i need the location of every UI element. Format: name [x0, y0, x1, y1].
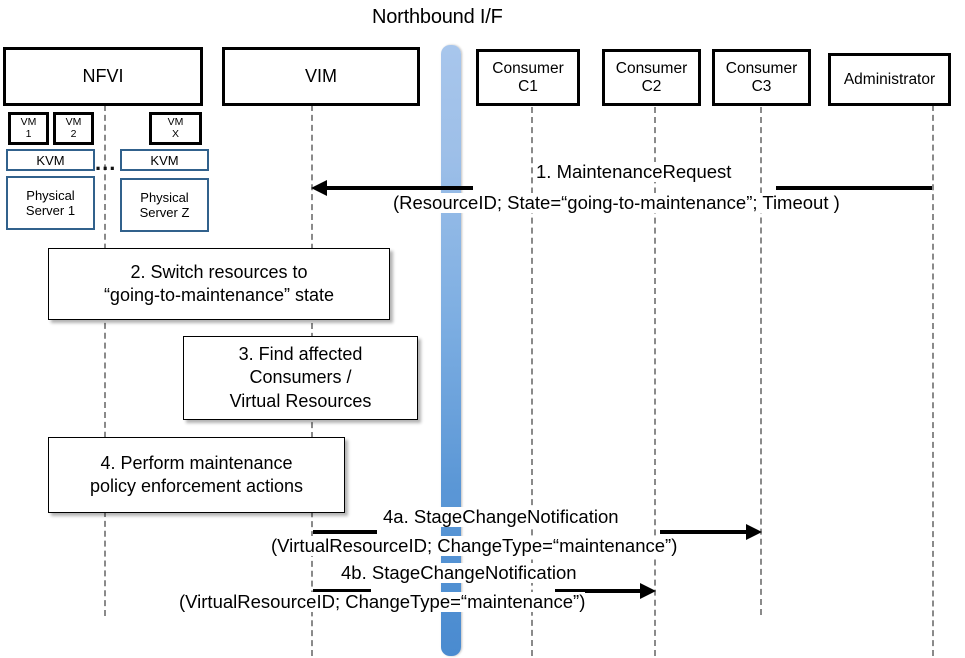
message-4a-line-left — [313, 530, 377, 534]
action-box-step2-line1: 2. Switch resources to — [130, 261, 308, 282]
vm-box-2-label-line2: 2 — [70, 127, 77, 140]
message-1-arrowhead — [311, 180, 327, 196]
lifeline-consumer-c3 — [760, 107, 762, 615]
vm-box-x-label-line2: X — [171, 127, 179, 140]
participant-administrator[interactable]: Administrator — [828, 53, 951, 106]
vm-box-1-label-line1: VM — [20, 116, 37, 129]
message-1-line-right — [776, 186, 932, 190]
action-box-step3-line3: Virtual Resources — [229, 390, 372, 411]
participant-consumer-c1-label-line2: C1 — [518, 77, 538, 95]
lifeline-nfvi — [104, 105, 106, 616]
participant-vim[interactable]: VIM — [222, 47, 420, 106]
vm-box-x-label-line1: VM — [167, 116, 184, 129]
message-4b-line-right — [555, 589, 642, 593]
physical-server-1-box[interactable]: Physical Server 1 — [6, 176, 95, 230]
participant-consumer-c3-label-line2: C3 — [751, 77, 772, 95]
participant-consumer-c2-label-line2: C2 — [641, 77, 662, 95]
action-box-step3-line1: 3. Find affected — [238, 343, 363, 364]
message-4a-label: 4a. StageChangeNotification — [383, 506, 619, 528]
action-box-step2-line2: “going-to-maintenance” state — [103, 285, 335, 305]
vm-box-2[interactable]: VM 2 — [53, 112, 94, 145]
lifeline-administrator — [932, 105, 934, 656]
participant-administrator-label: Administrator — [843, 70, 936, 88]
kvm-box-right[interactable]: KVM — [120, 149, 209, 171]
message-4b-params: (VirtualResourceID; ChangeType=“maintena… — [179, 591, 586, 613]
message-1-label: 1. MaintenanceRequest — [536, 161, 732, 183]
message-4a-line-right — [660, 530, 748, 534]
kvm-box-left-label: KVM — [36, 152, 65, 168]
participant-consumer-c2-label-line1: Consumer — [615, 60, 688, 78]
participant-vim-label: VIM — [304, 66, 337, 87]
action-box-step4-line2: policy enforcement actions — [89, 476, 304, 496]
kvm-box-left[interactable]: KVM — [6, 149, 95, 171]
action-box-step2[interactable]: 2. Switch resources to “going-to-mainten… — [48, 248, 390, 320]
participant-nfvi[interactable]: NFVI — [3, 47, 203, 106]
physical-server-z-label-line1: Physical — [140, 189, 189, 205]
message-1-params: (ResourceID; State=“going-to-maintenance… — [393, 192, 840, 214]
participant-nfvi-label: NFVI — [82, 66, 124, 87]
page-title: Northbound I/F — [372, 6, 503, 28]
participant-consumer-c2[interactable]: Consumer C2 — [602, 49, 701, 106]
kvm-box-right-label: KVM — [150, 152, 179, 168]
ellipsis-between-hosts: ... — [95, 150, 117, 175]
message-4b-label: 4b. StageChangeNotification — [341, 562, 577, 584]
physical-server-z-label-line2: Server Z — [139, 205, 190, 220]
participant-consumer-c1-label-line1: Consumer — [492, 60, 564, 78]
message-4b-line-left — [313, 589, 371, 593]
vm-box-x[interactable]: VM X — [149, 112, 202, 145]
action-box-step3[interactable]: 3. Find affected Consumers / Virtual Res… — [183, 336, 418, 420]
vm-box-1-label-line2: 1 — [25, 127, 32, 140]
physical-server-1-label-line1: Physical — [26, 187, 75, 203]
lifeline-consumer-c2 — [654, 107, 656, 656]
action-box-step4[interactable]: 4. Perform maintenance policy enforcemen… — [48, 437, 345, 513]
vm-box-1[interactable]: VM 1 — [8, 112, 49, 145]
message-4a-params: (VirtualResourceID; ChangeType=“maintena… — [271, 535, 678, 557]
physical-server-1-label-line2: Server 1 — [25, 203, 76, 218]
physical-server-z-box[interactable]: Physical Server Z — [120, 178, 209, 232]
action-box-step4-line1: 4. Perform maintenance — [100, 452, 293, 473]
lifeline-consumer-c1 — [531, 107, 533, 656]
vm-box-2-label-line1: VM — [65, 116, 82, 129]
participant-consumer-c3[interactable]: Consumer C3 — [712, 49, 811, 106]
participant-consumer-c3-label-line1: Consumer — [725, 60, 798, 78]
action-box-step3-line2: Consumers / — [249, 367, 352, 388]
message-4a-arrowhead — [746, 524, 762, 540]
message-1-line-left — [323, 186, 473, 190]
participant-consumer-c1[interactable]: Consumer C1 — [476, 49, 580, 106]
message-4b-arrowhead — [640, 583, 656, 599]
